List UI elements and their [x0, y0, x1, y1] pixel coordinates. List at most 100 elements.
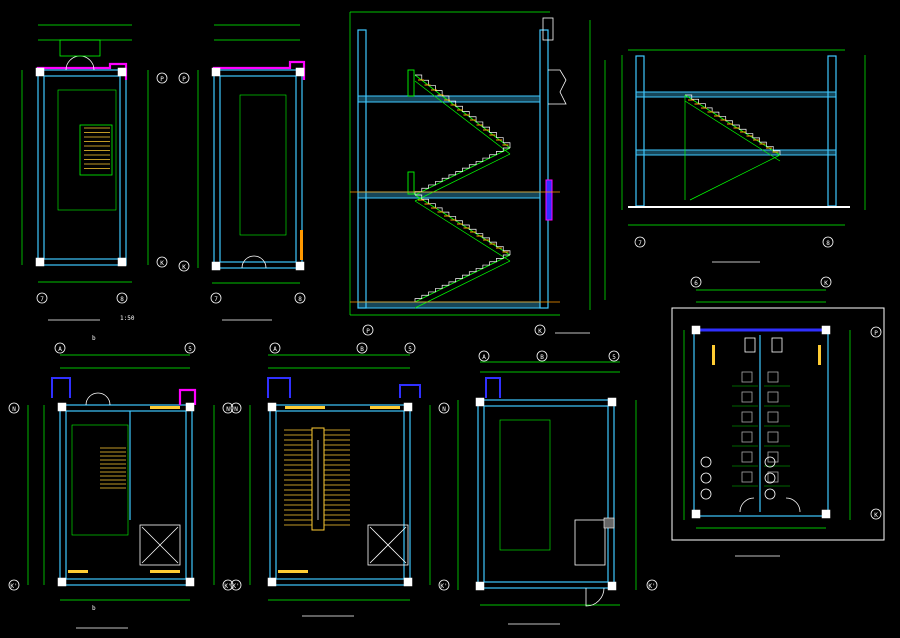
axis-bubble: N [230, 402, 242, 414]
toilet-bowl [771, 337, 783, 353]
axis-label: K' [224, 583, 231, 590]
toilet-stall [767, 411, 779, 423]
wall-right [539, 29, 549, 309]
section-b-b: P K [349, 11, 606, 336]
column [35, 67, 45, 77]
wall-inner [275, 410, 405, 580]
axis-label: K' [232, 583, 239, 590]
floor-slab [635, 91, 837, 98]
urinal [700, 488, 712, 500]
wall-outline [477, 399, 615, 589]
axis-label: A [58, 346, 62, 353]
axis-bubble: K [870, 508, 882, 520]
stair-stringer [684, 100, 781, 162]
axis-label: N [226, 406, 230, 413]
entry-door [85, 392, 111, 406]
column [295, 261, 305, 271]
axis-bubble: K [534, 324, 546, 336]
axis-label: B [540, 354, 544, 361]
column [821, 509, 831, 519]
axis-bubble: N [222, 402, 234, 414]
column [475, 397, 485, 407]
axis-bubble: 7 [634, 236, 646, 248]
orange-strip [150, 406, 180, 409]
stair-stringer [414, 200, 511, 262]
column [607, 397, 617, 407]
magenta-parapet [399, 384, 421, 398]
column [185, 577, 195, 587]
axis-bubble: 7 [210, 292, 222, 304]
plan-stair1-ground: P K 7 8 1:50 [21, 24, 168, 322]
axis-bubble: K' [646, 579, 658, 591]
stair-flights [684, 94, 781, 201]
section-cut-mark: b [92, 335, 96, 342]
orange-strip [300, 230, 303, 260]
orange-strip [150, 570, 180, 573]
axis-label: 7 [214, 296, 218, 303]
floor-slab [357, 301, 541, 309]
plan-stair2-ground: N K' N K' A 5 b b [8, 335, 234, 629]
entry-door [241, 255, 267, 269]
wall-outline [59, 404, 193, 586]
scale-label: 1:50 [120, 315, 135, 322]
wall-outline [269, 404, 411, 586]
axis-label: K' [10, 583, 17, 590]
wash-basin [764, 456, 776, 468]
axis-label: B [360, 346, 364, 353]
axis-label: P [182, 76, 186, 83]
axis-bubble: 8 [822, 236, 834, 248]
floor-slab [635, 149, 837, 156]
urinal [700, 472, 712, 484]
column [117, 67, 127, 77]
column [295, 67, 305, 77]
plan-stair2-upper: N K' N K' A B 5 [230, 342, 450, 617]
magenta-parapet [51, 377, 71, 398]
axis-label: N [12, 406, 16, 413]
orange-strip [68, 570, 88, 573]
axis-bubble: N [8, 402, 20, 414]
magenta-parapet [178, 388, 197, 405]
stair-treads [284, 427, 350, 531]
column [117, 257, 127, 267]
axis-label: P [160, 76, 164, 83]
toilet-stall [767, 391, 779, 403]
toilet-stall [741, 431, 753, 443]
urinal [700, 456, 712, 468]
axis-label: A [482, 354, 486, 361]
axis-label: 8 [298, 296, 302, 303]
landing-rect [71, 424, 129, 536]
column [211, 261, 221, 271]
axis-bubble: K' [222, 579, 234, 591]
column [403, 577, 413, 587]
column [35, 257, 45, 267]
axis-label: 8 [826, 240, 830, 247]
axis-bubble: 8 [116, 292, 128, 304]
toilet-stall [741, 411, 753, 423]
elevator-shaft [367, 524, 409, 566]
axis-bubble: K [178, 260, 190, 272]
axis-bubble: A [54, 342, 66, 354]
axis-label: P [874, 330, 878, 337]
landing-rect [239, 94, 287, 236]
magenta-parapet [267, 377, 291, 398]
toilet-stall [741, 391, 753, 403]
entry-door [739, 497, 755, 513]
section-a-a: 7 8 [621, 49, 866, 263]
toilet-stall [741, 471, 753, 483]
axis-bubble: N [438, 402, 450, 414]
axis-label: K [160, 260, 164, 267]
stair-rect [79, 124, 113, 176]
axis-label: K [874, 512, 878, 519]
floor-slab [357, 191, 541, 199]
stair-stringer [414, 80, 511, 155]
axis-bubble: K' [230, 579, 242, 591]
entry-door [585, 587, 605, 607]
axis-bubble: A [478, 350, 490, 362]
axis-label: K [824, 280, 828, 287]
orange-strip [370, 406, 400, 409]
toilet-stall [767, 371, 779, 383]
wall-outline [37, 69, 127, 266]
axis-label: 5 [612, 354, 616, 361]
stair-stringer [689, 154, 781, 201]
axis-bubble: 7 [36, 292, 48, 304]
